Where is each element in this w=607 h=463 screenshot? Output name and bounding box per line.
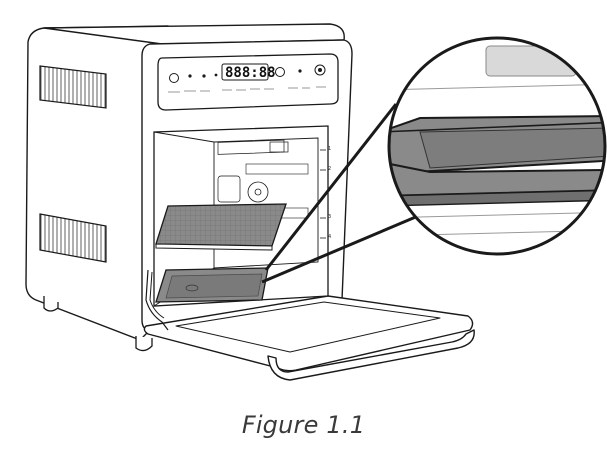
rack-position-4: 4 — [328, 234, 331, 240]
oven-illustration: 888:88 — [25, 23, 607, 381]
rack-position-1: 1 — [328, 146, 331, 152]
dial-button — [275, 67, 285, 77]
oven-feet — [43, 296, 153, 352]
lcd-display — [221, 63, 269, 81]
display-digits: 888:88 — [225, 65, 276, 81]
fan-button — [298, 69, 302, 73]
magnifier-callout — [261, 36, 607, 284]
rack-position-3: 3 — [328, 214, 331, 220]
door-handle — [267, 329, 475, 381]
power-button — [169, 73, 179, 83]
figure-caption: Figure 1.1 — [241, 411, 366, 439]
oven-door — [143, 269, 475, 381]
preset-button-a — [188, 74, 192, 78]
side-vent-bottom — [39, 213, 107, 263]
preset-button-c — [214, 73, 218, 77]
side-vent-top — [39, 65, 107, 109]
rack-position-2: 2 — [328, 166, 331, 172]
control-panel: 888:88 — [157, 53, 339, 111]
drip-tray — [155, 267, 269, 303]
wire-rack — [155, 203, 287, 251]
magnifier-lens — [387, 36, 607, 256]
oven-cavity: 1 2 3 4 — [153, 125, 331, 307]
preset-button-b — [202, 74, 206, 78]
start-button — [314, 64, 326, 76]
